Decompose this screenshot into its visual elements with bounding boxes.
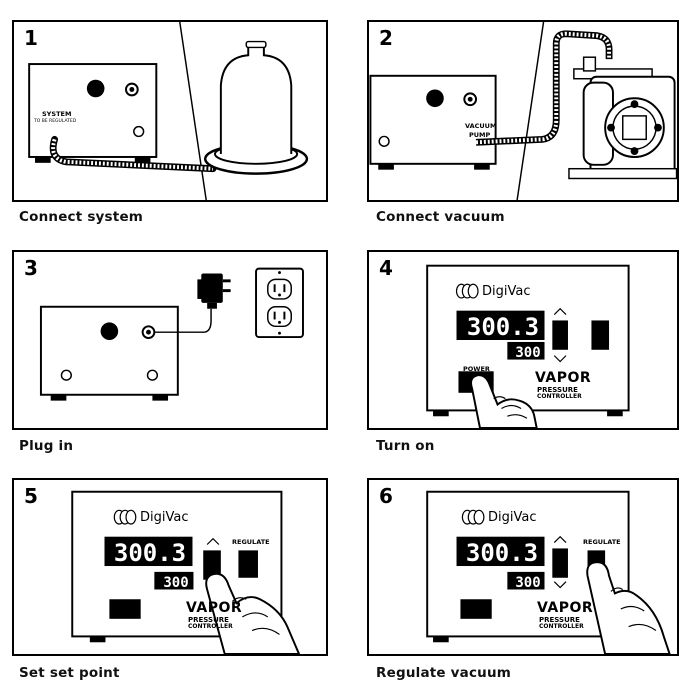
- power-button[interactable]: [461, 602, 493, 622]
- step-number: 3: [24, 256, 38, 280]
- step-6-caption: Regulate vacuum: [376, 665, 512, 681]
- brand-label: DigiVac: [140, 510, 189, 525]
- vapor-label: VAPOR: [537, 600, 594, 616]
- step-number: 5: [24, 484, 38, 508]
- controller-label: CONTROLLER: [537, 393, 582, 400]
- power-label: POWER: [463, 365, 490, 373]
- step-4-panel: 4 DigiVac 300.3 300 POWER VAPOR PRESSURE…: [367, 250, 679, 430]
- main-reading-display: 300.3: [113, 539, 187, 567]
- power-button[interactable]: [110, 602, 142, 622]
- vacuum-label: VACUUM: [465, 122, 497, 130]
- step-5-panel: 5 DigiVac 300.3 300 REGULATE VAPOR PRESS…: [12, 478, 328, 656]
- up-button[interactable]: [206, 538, 224, 582]
- pump-label: PUMP: [469, 131, 491, 139]
- system-label: SYSTEM: [42, 110, 72, 118]
- step-4-caption: Turn on: [376, 438, 435, 454]
- step-2-caption: Connect vacuum: [376, 209, 505, 225]
- set-point-display: 300: [515, 345, 541, 361]
- regulate-label: REGULATE: [232, 538, 270, 546]
- regulate-button[interactable]: [242, 552, 262, 580]
- controller-label: CONTROLLER: [188, 623, 233, 630]
- pressure-label: PRESSURE: [539, 616, 580, 624]
- set-point-display: 300: [515, 575, 541, 591]
- up-down-button[interactable]: [555, 538, 571, 590]
- step-1-panel: 1 SYSTEM TO BE REGULATED: [12, 20, 328, 202]
- step-number: 1: [24, 26, 38, 50]
- step-number: 2: [379, 26, 393, 50]
- step-3-caption: Plug in: [19, 438, 74, 454]
- regulate-label: REGULATE: [583, 538, 621, 546]
- step-6-panel: 6 DigiVac 300.3 300 REGULATE VAPOR PRESS…: [367, 478, 679, 656]
- step-6-illustration: [426, 490, 671, 654]
- to-be-regulated-label: TO BE REGULATED: [34, 119, 77, 124]
- main-reading-display: 300.3: [465, 539, 539, 567]
- step-5-illustration: [71, 490, 301, 654]
- step-3-illustration: [39, 267, 304, 401]
- brand-label: DigiVac: [488, 510, 537, 525]
- pressure-label: PRESSURE: [188, 616, 229, 624]
- step-2-panel: 2 VACUUM PUMP: [367, 20, 679, 202]
- step-1-illustration: [28, 22, 309, 200]
- step-number: 4: [379, 256, 393, 280]
- step-4-illustration: [426, 264, 630, 428]
- pressure-label: PRESSURE: [537, 386, 578, 394]
- step-3-panel: 3: [12, 250, 328, 430]
- set-point-display: 300: [163, 575, 189, 591]
- vapor-label: VAPOR: [535, 370, 592, 386]
- step-2-illustration: [369, 22, 677, 200]
- brand-label: DigiVac: [482, 284, 531, 299]
- step-number: 6: [379, 484, 393, 508]
- controller-label: CONTROLLER: [539, 623, 584, 630]
- regulate-button[interactable]: [591, 552, 609, 580]
- step-5-caption: Set set point: [19, 665, 120, 681]
- vapor-label: VAPOR: [186, 600, 243, 616]
- power-button[interactable]: [459, 374, 495, 396]
- main-reading-display: 300.3: [466, 313, 540, 341]
- step-1-caption: Connect system: [19, 209, 144, 225]
